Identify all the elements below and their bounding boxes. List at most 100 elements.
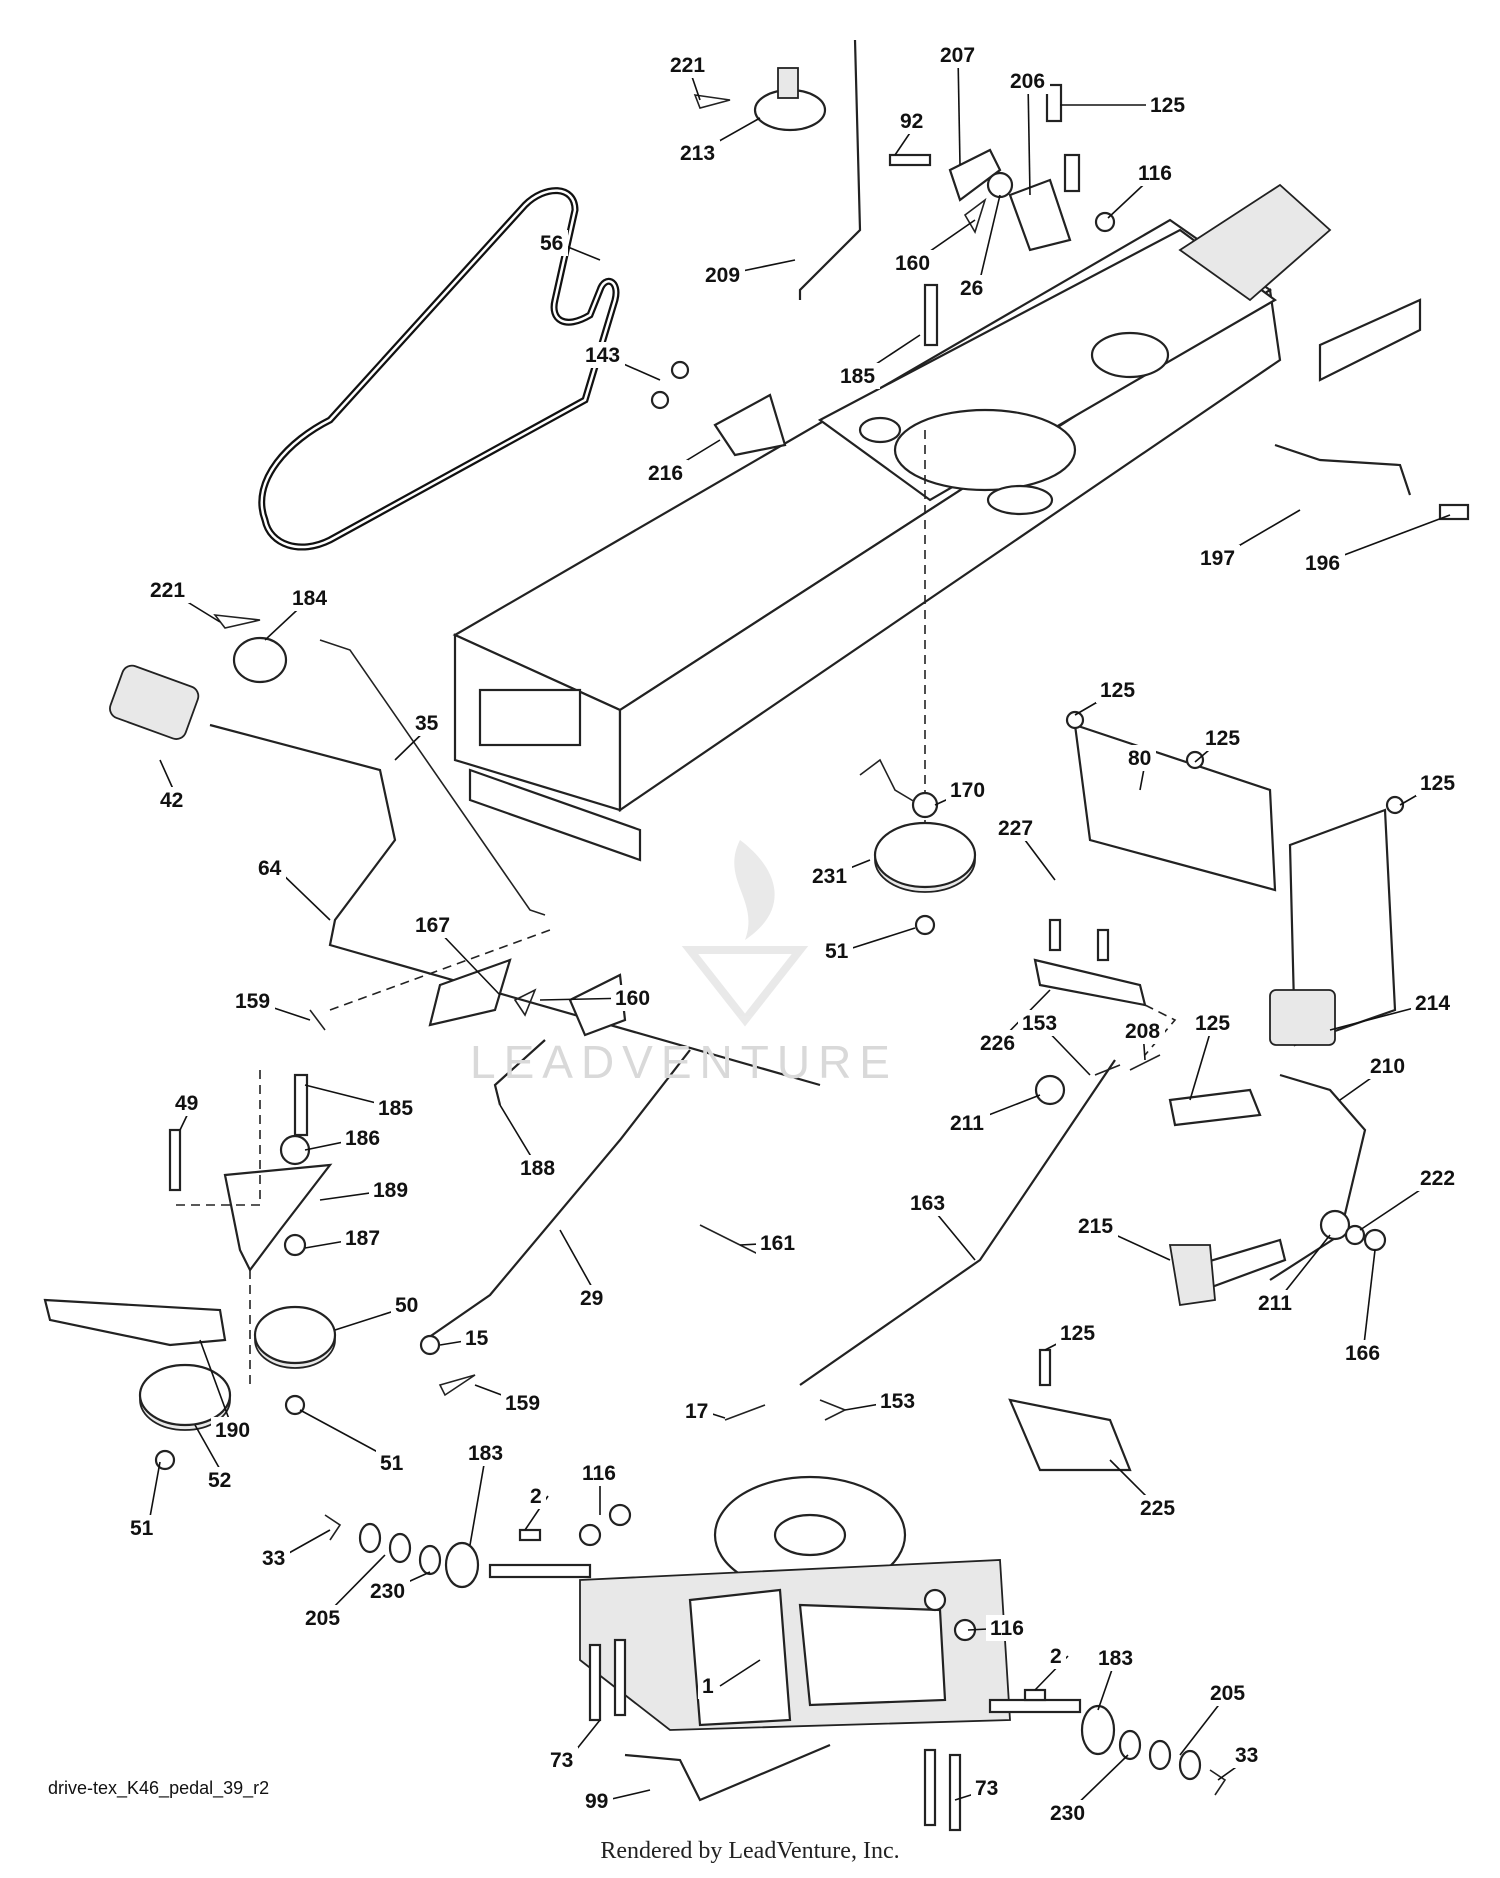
callout-c-51c[interactable]: 51 (130, 1517, 154, 1540)
callout-c-26[interactable]: 26 (960, 277, 983, 300)
callout-c-167[interactable]: 167 (415, 914, 450, 937)
callout-c-125e[interactable]: 125 (1195, 1012, 1230, 1035)
pedal-pad-214 (1269, 989, 1336, 1046)
top-parts (650, 39, 1470, 521)
callout-c-125a[interactable]: 125 (1150, 94, 1185, 117)
callout-c-15[interactable]: 15 (465, 1327, 489, 1350)
bolt-185-top (923, 283, 939, 347)
callout-c-230b[interactable]: 230 (1050, 1802, 1085, 1825)
callout-c-50[interactable]: 50 (395, 1294, 418, 1317)
rod-197 (1274, 443, 1412, 496)
callout-c-170[interactable]: 170 (950, 779, 985, 802)
callout-c-190[interactable]: 190 (215, 1419, 250, 1442)
callout-c-92[interactable]: 92 (900, 110, 923, 133)
right-bracket-assembly (1033, 710, 1405, 1056)
callout-c-185a[interactable]: 185 (840, 365, 875, 388)
callout-c-99[interactable]: 99 (585, 1790, 608, 1813)
callout-c-209[interactable]: 209 (705, 264, 740, 287)
pedal-shaft (1168, 1088, 1262, 1127)
callout-c-51b[interactable]: 51 (380, 1452, 404, 1475)
callout-bg-c-26 (956, 275, 988, 301)
callout-c-125f[interactable]: 125 (1060, 1322, 1095, 1345)
callout-c-231[interactable]: 231 (812, 865, 847, 888)
callout-c-183b[interactable]: 183 (1098, 1647, 1133, 1670)
callout-c-35[interactable]: 35 (415, 712, 439, 735)
callout-c-49[interactable]: 49 (175, 1092, 198, 1115)
callout-c-186[interactable]: 186 (345, 1127, 380, 1150)
nut-51-center (914, 914, 936, 936)
callout-c-52[interactable]: 52 (208, 1469, 231, 1492)
callout-c-205b[interactable]: 205 (1210, 1682, 1245, 1705)
callout-c-187[interactable]: 187 (345, 1227, 380, 1250)
callout-c-221a[interactable]: 221 (670, 54, 705, 77)
callout-c-160a[interactable]: 160 (895, 252, 930, 275)
callout-c-161[interactable]: 161 (760, 1232, 795, 1255)
callout-c-1[interactable]: 1 (702, 1675, 714, 1698)
callout-c-73b[interactable]: 73 (975, 1777, 998, 1800)
callout-bg-c-116c (986, 1615, 1030, 1641)
key-2-right (1023, 1688, 1047, 1702)
callout-c-210[interactable]: 210 (1370, 1055, 1405, 1078)
callout-c-185b[interactable]: 185 (378, 1097, 413, 1120)
callout-c-163[interactable]: 163 (910, 1192, 945, 1215)
pin-159-lower (438, 1374, 476, 1397)
callout-c-56[interactable]: 56 (540, 232, 563, 255)
callout-c-216[interactable]: 216 (648, 462, 683, 485)
callout-c-189[interactable]: 189 (373, 1179, 408, 1202)
callout-c-73a[interactable]: 73 (550, 1749, 573, 1772)
leader-line-c-190 (199, 1339, 234, 1431)
center-rod-assembly (419, 430, 1116, 1421)
pedal-210 (1269, 1073, 1367, 1281)
callout-c-184[interactable]: 184 (292, 587, 327, 610)
callout-c-196[interactable]: 196 (1305, 552, 1340, 575)
callout-c-166[interactable]: 166 (1345, 1342, 1380, 1365)
callout-bg-c-187 (341, 1225, 385, 1251)
callout-c-33b[interactable]: 33 (1235, 1744, 1258, 1767)
callout-c-159b[interactable]: 159 (505, 1392, 540, 1415)
callout-c-211b[interactable]: 211 (1258, 1292, 1292, 1315)
callout-bg-c-185b (374, 1095, 418, 1121)
callout-c-143[interactable]: 143 (585, 344, 620, 367)
callout-c-125b[interactable]: 125 (1100, 679, 1135, 702)
callout-c-183a[interactable]: 183 (468, 1442, 503, 1465)
callout-c-2a[interactable]: 2 (530, 1485, 542, 1508)
callout-c-153b[interactable]: 153 (880, 1390, 915, 1413)
link-188 (493, 1039, 546, 1106)
callout-c-80[interactable]: 80 (1128, 747, 1151, 770)
callout-c-225[interactable]: 225 (1140, 1497, 1175, 1520)
callout-c-51a[interactable]: 51 (825, 940, 849, 963)
callout-c-188[interactable]: 188 (520, 1157, 555, 1180)
callout-c-208[interactable]: 208 (1125, 1020, 1160, 1043)
callout-c-116c[interactable]: 116 (990, 1617, 1024, 1640)
callout-c-206[interactable]: 206 (1010, 70, 1045, 93)
callout-c-226[interactable]: 226 (980, 1032, 1015, 1055)
callout-c-64[interactable]: 64 (258, 857, 282, 880)
callout-c-230a[interactable]: 230 (370, 1580, 405, 1603)
callout-c-42[interactable]: 42 (160, 789, 183, 812)
callout-c-125c[interactable]: 125 (1205, 727, 1240, 750)
callout-c-207[interactable]: 207 (940, 44, 975, 67)
callout-c-17[interactable]: 17 (685, 1400, 708, 1423)
callout-c-29[interactable]: 29 (580, 1287, 603, 1310)
callout-c-222[interactable]: 222 (1420, 1167, 1455, 1190)
washer-205-right-b (1178, 1749, 1202, 1781)
callout-c-213[interactable]: 213 (680, 142, 715, 165)
callout-c-159a[interactable]: 159 (235, 990, 270, 1013)
callout-c-160b[interactable]: 160 (615, 987, 650, 1010)
callout-c-227[interactable]: 227 (998, 817, 1033, 840)
callout-c-211a[interactable]: 211 (950, 1112, 984, 1135)
callout-c-33a[interactable]: 33 (262, 1547, 285, 1570)
callout-c-125d[interactable]: 125 (1420, 772, 1455, 795)
callout-c-221b[interactable]: 221 (150, 579, 185, 602)
knob-184 (232, 636, 288, 684)
callout-c-197[interactable]: 197 (1200, 547, 1235, 570)
callout-c-116b[interactable]: 116 (582, 1462, 616, 1485)
callout-c-153a[interactable]: 153 (1022, 1012, 1057, 1035)
callout-c-116a[interactable]: 116 (1138, 162, 1172, 185)
callout-bg-c-15 (461, 1325, 493, 1351)
transaxle-housing-1 (579, 1559, 1011, 1731)
callout-c-205a[interactable]: 205 (305, 1607, 340, 1630)
callout-c-215[interactable]: 215 (1078, 1215, 1113, 1238)
callout-c-214[interactable]: 214 (1415, 992, 1450, 1015)
callout-c-2b[interactable]: 2 (1050, 1645, 1062, 1668)
